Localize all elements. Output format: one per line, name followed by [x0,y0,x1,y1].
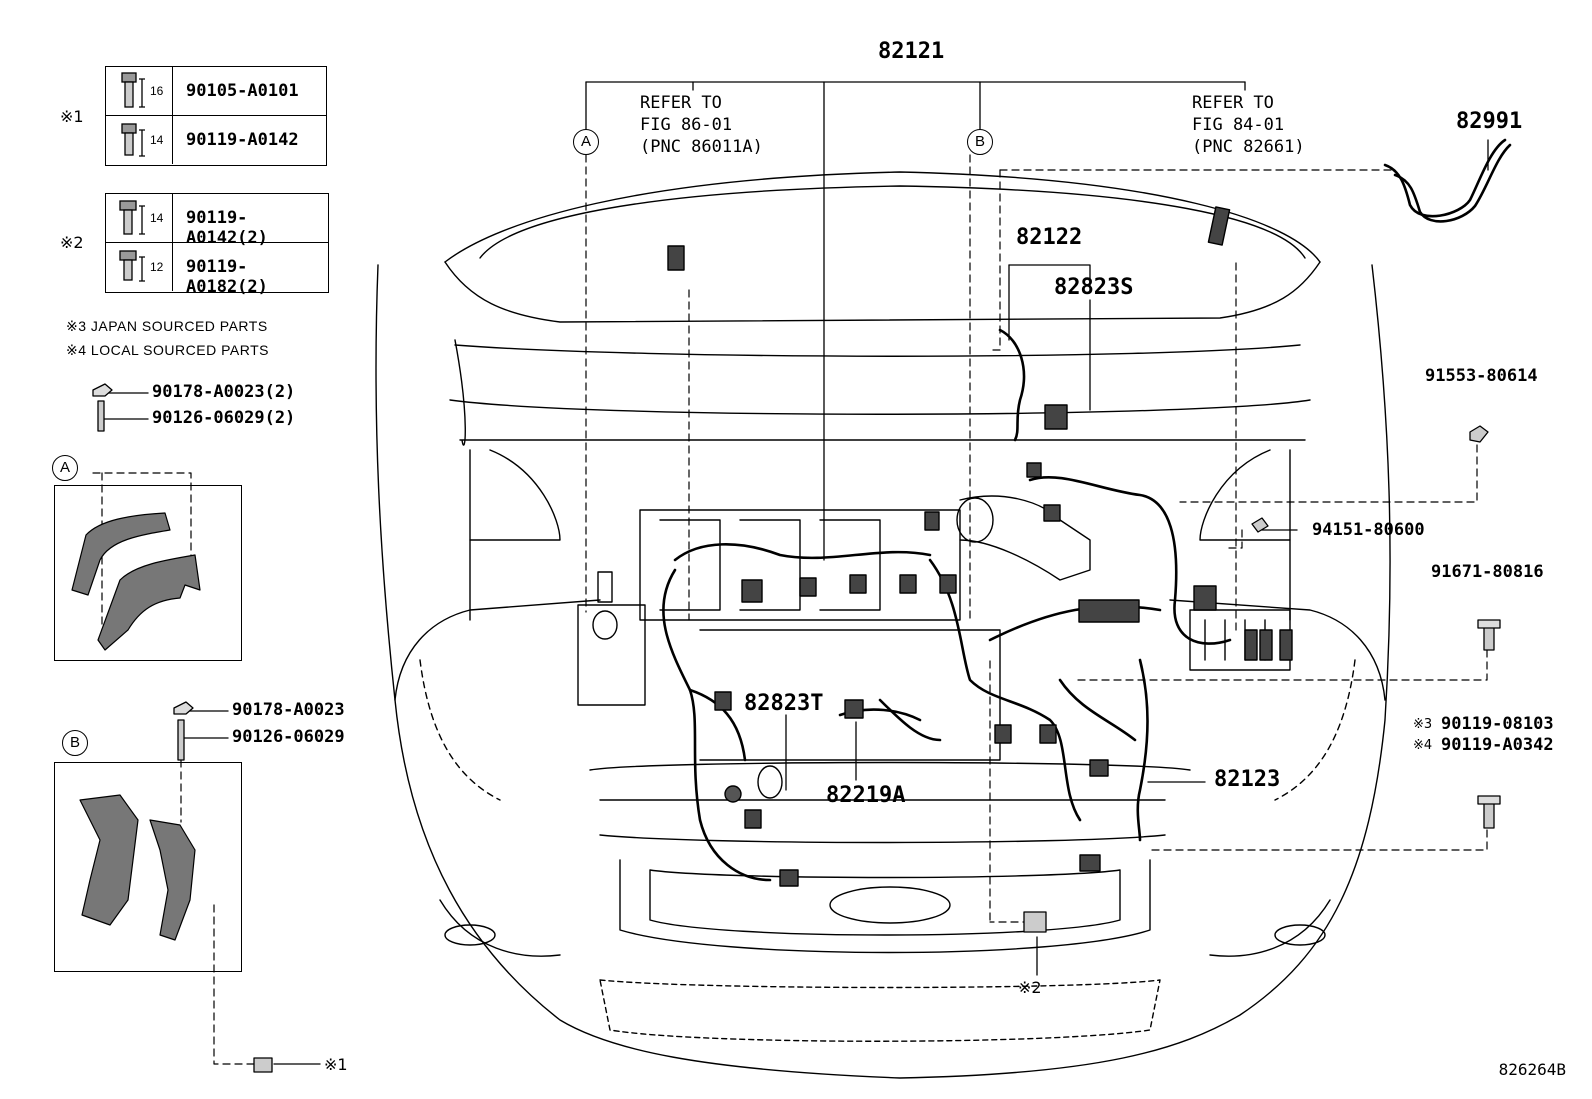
callout-90119-08103: 90119-08103 [1441,714,1554,734]
fastener-table-group1: 16 90105-A0101 14 90119-A0142 [105,66,327,166]
part-number: 90119-A0182(2) [186,257,268,297]
part-number: 90119-A0142 [186,130,299,150]
callout-82823s: 82823S [1054,275,1134,300]
detail-a-circle: A [52,455,78,481]
bolt-length: 16 [150,84,164,98]
detail-a-box [54,485,242,661]
detail-b-nut-label: 90178-A0023 [232,700,345,720]
callout-82122: 82122 [1016,225,1083,250]
local-mark: ※4 [1413,738,1433,753]
callout-82121: 82121 [878,39,945,64]
callout-82823t: 82823T [744,691,824,716]
detail-b-stud-label: 90126-06029 [232,727,345,747]
refer-fig-86-01: REFER TO FIG 86-01 (PNC 86011A) [640,93,763,157]
bolt-icon: 14 [106,194,173,242]
note-japan-sourced: ※3 JAPAN SOURCED PARTS [66,318,268,334]
bolt-icon: 16 [106,67,173,115]
fastener-row: 16 90105-A0101 [106,67,326,115]
callout-circle-b: B [967,129,993,155]
japan-mark: ※3 [1413,717,1433,732]
fastener-row: 14 90119-A0142 [106,115,326,164]
fastener-table-group2: 14 90119-A0142(2) 12 90119-A0182(2) [105,193,329,297]
callout-82123: 82123 [1214,767,1281,792]
callout-91553-80614: 91553-80614 [1425,366,1538,386]
callout-90119-a0342: 90119-A0342 [1441,735,1554,755]
group1-mark: ※1 [60,107,84,126]
detail-a-stud-label: 90126-06029(2) [152,408,296,428]
bolt-length: 14 [150,211,164,225]
callout-91671-80816: 91671-80816 [1431,562,1544,582]
detail-a-nut-label: 90178-A0023(2) [152,382,296,402]
callout-82991: 82991 [1456,109,1523,134]
group2-mark: ※2 [60,233,84,252]
bottom-bolt-mark: ※1 [324,1055,348,1074]
part-number: 90119-A0142(2) [186,208,268,248]
note-local-sourced: ※4 LOCAL SOURCED PARTS [66,342,269,358]
bolt-icon: 12 [106,243,173,291]
fastener-row: 14 90119-A0142(2) [106,194,328,248]
callout-94151-80600: 94151-80600 [1312,520,1425,540]
bolt-length: 12 [150,260,164,274]
detail-b-circle: B [62,730,88,756]
fastener-row: 12 90119-A0182(2) [106,242,328,297]
diagram-id: 826264B [1498,1060,1566,1079]
part-number: 90105-A0101 [186,81,299,101]
callout-mark-x2: ※2 [1018,978,1042,997]
refer-fig-84-01: REFER TO FIG 84-01 (PNC 82661) [1192,93,1305,157]
callout-82219a: 82219A [826,783,906,808]
bolt-length: 14 [150,133,164,147]
bolt-icon: 14 [106,116,173,164]
detail-b-box [54,762,242,972]
callout-circle-a: A [573,129,599,155]
